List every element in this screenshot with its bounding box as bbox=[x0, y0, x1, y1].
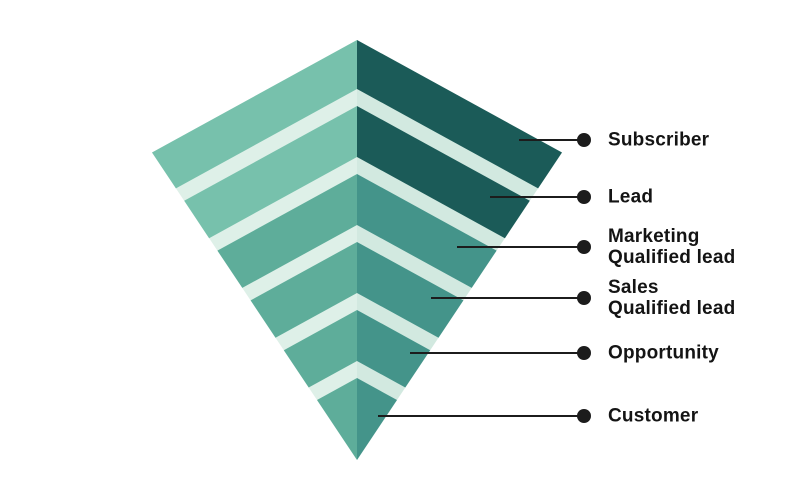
funnel-layer-lead-right bbox=[357, 106, 530, 239]
leader-dot-marketing-qualified-lead bbox=[577, 240, 591, 254]
funnel-layer-subscriber-left bbox=[152, 40, 357, 189]
leader-dot-lead bbox=[577, 190, 591, 204]
funnel-layer-marketing-qualified-lead-right bbox=[357, 174, 497, 288]
stage-label-marketing-qualified-lead: Marketing Qualified lead bbox=[608, 226, 736, 268]
funnel-layer-opportunity-left bbox=[283, 310, 357, 388]
leader-dot-opportunity bbox=[577, 346, 591, 360]
funnel-layer-marketing-qualified-lead-left bbox=[217, 174, 357, 288]
funnel-layer-customer-left bbox=[317, 378, 357, 460]
leader-dot-customer bbox=[577, 409, 591, 423]
funnel-layer-opportunity-right bbox=[357, 310, 431, 388]
stage-label-lead: Lead bbox=[608, 186, 654, 208]
leader-dot-subscriber bbox=[577, 133, 591, 147]
funnel-layer-subscriber-right bbox=[357, 40, 562, 189]
funnel-layer-lead-left bbox=[184, 106, 357, 239]
stage-label-sales-qualified-lead: Sales Qualified lead bbox=[608, 277, 736, 319]
leader-dot-sales-qualified-lead bbox=[577, 291, 591, 305]
funnel-layer-sales-qualified-lead-right bbox=[357, 242, 464, 338]
stage-label-customer: Customer bbox=[608, 405, 699, 427]
funnel-layer-sales-qualified-lead-left bbox=[250, 242, 357, 338]
funnel-layer-customer-right bbox=[357, 378, 397, 460]
stage-label-opportunity: Opportunity bbox=[608, 342, 719, 364]
stage-label-subscriber: Subscriber bbox=[608, 129, 710, 151]
